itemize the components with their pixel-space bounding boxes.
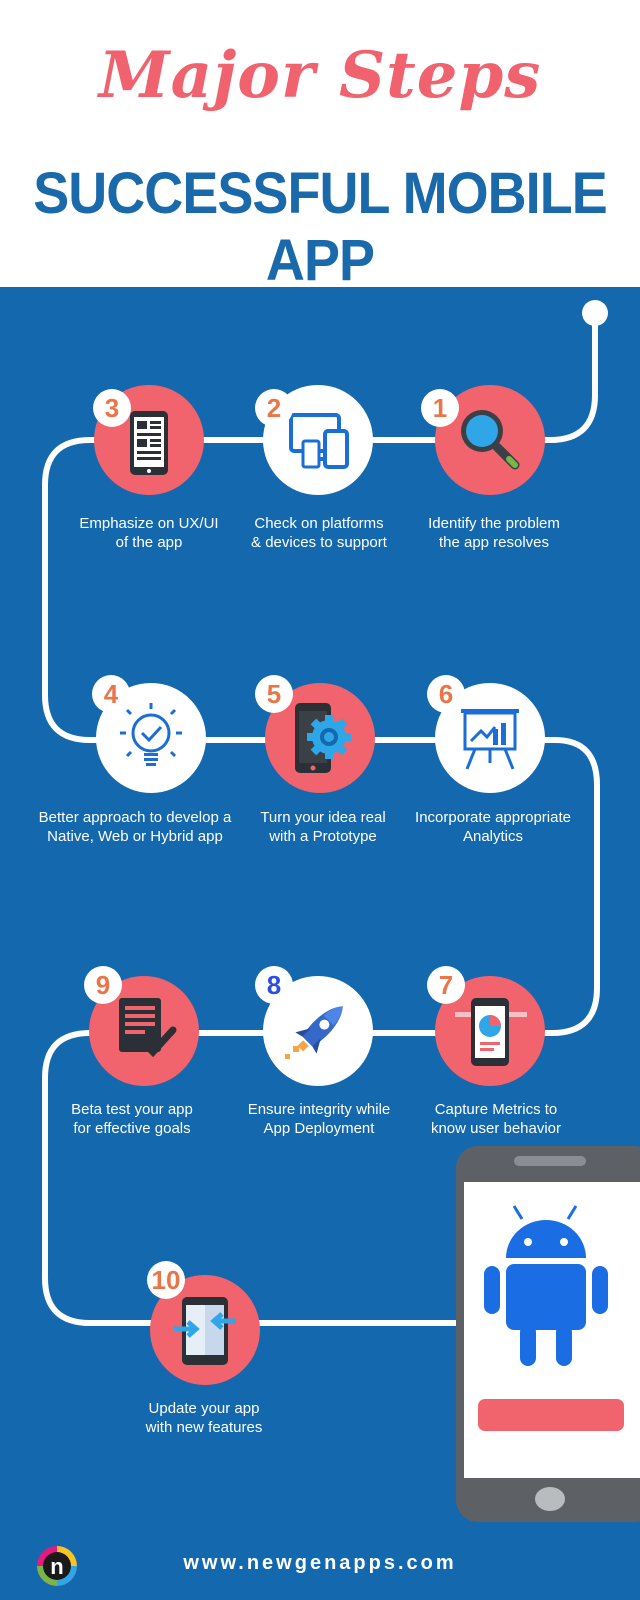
magnifier-icon [461,410,520,470]
svg-text:n: n [50,1554,63,1579]
document-check-icon [119,998,177,1058]
path-start-dot [582,300,608,326]
step-1-number: 1 [421,389,459,427]
phone-gear-icon [295,703,351,773]
step-10-number: 10 [147,1261,185,1299]
step-10-circle [150,1275,260,1385]
header: Major Steps SUCCESSFUL MOBILE APP [0,0,640,293]
lightbulb-check-icon [120,703,182,766]
phone-pink-button [478,1399,624,1431]
script-title: Major Steps [98,38,542,113]
phone-ui-icon [130,411,168,475]
step-2-label: Check on platforms& devices to support [251,515,387,551]
phone-pie-chart-icon [455,998,527,1066]
devices-icon [289,413,349,469]
step-7-circle [435,976,545,1086]
step-3-circle [94,385,204,495]
chart-easel-icon [461,709,519,770]
step-5-circle [265,683,375,793]
step-5-number: 5 [255,675,293,713]
phone-arrows-icon [174,1297,236,1365]
newgenapps-logo: n [37,1546,77,1586]
step-4-number: 4 [92,675,130,713]
step-2-number: 2 [255,389,293,427]
step-8-number: 8 [255,966,293,1004]
step-6-number: 6 [427,675,465,713]
footer-url[interactable]: www.newgenapps.com [183,1552,457,1574]
step-3-number: 3 [93,389,131,427]
rocket-icon [285,1006,343,1059]
step-7-number: 7 [427,966,465,1004]
main-title: SUCCESSFUL MOBILE APP [33,161,608,293]
step-9-number: 9 [84,966,122,1004]
android-phone-illustration [456,1146,640,1522]
android-robot-icon [484,1205,608,1366]
